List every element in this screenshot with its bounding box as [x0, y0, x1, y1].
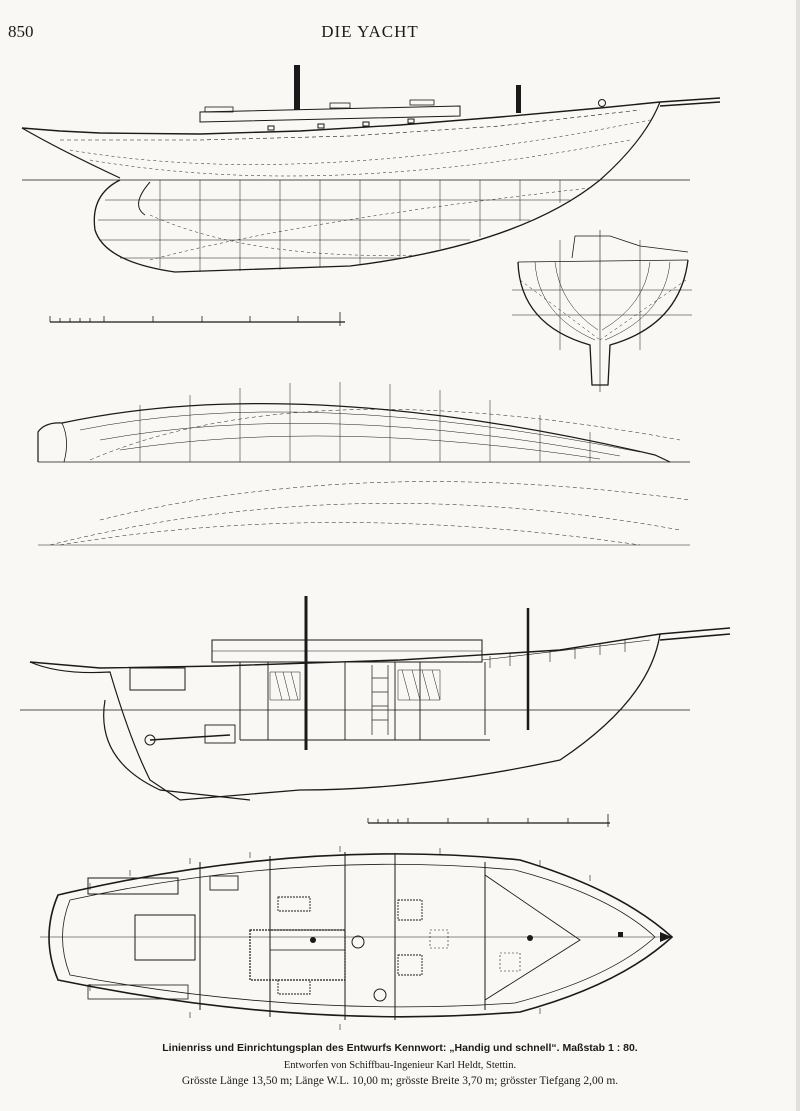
body-plan [512, 230, 692, 392]
figure-caption-designer: Entworfen von Schiffbau-Ingenieur Karl H… [283, 1060, 517, 1071]
figure-caption-dimensions: Grösste Länge 13,50 m; Länge W.L. 10,00 … [181, 1075, 619, 1087]
page-edge [796, 0, 800, 1111]
accommodation-plan [40, 846, 674, 1030]
figure-caption-title: Linienriss und Einrichtungsplan des Entw… [162, 1042, 638, 1054]
half-breadth-plan [37, 382, 691, 546]
scale-bar [367, 814, 610, 827]
interior-profile [20, 596, 731, 801]
running-title: DIE YACHT [321, 22, 419, 41]
sheer-plan [21, 65, 721, 273]
scale-bar [49, 312, 345, 326]
page-number: 850 [8, 22, 34, 41]
